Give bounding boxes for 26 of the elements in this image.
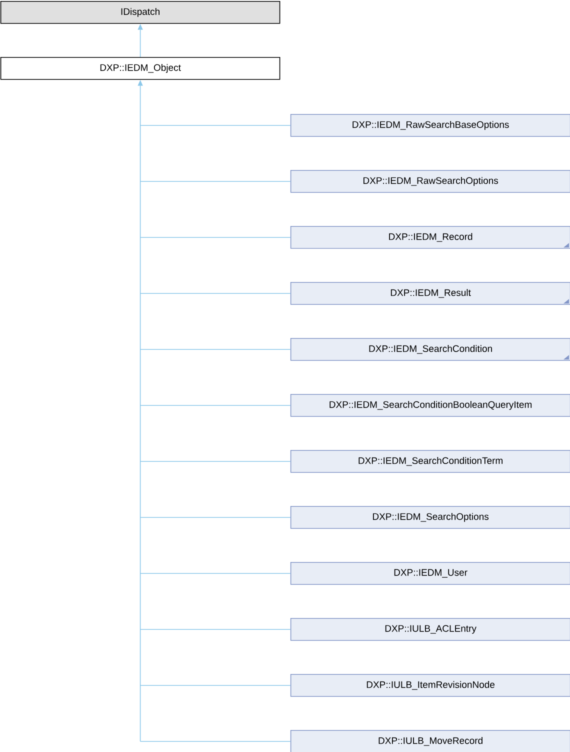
branch-line — [140, 237, 291, 238]
branch-line — [140, 405, 291, 406]
class-box: DXP::IEDM_Record — [290, 226, 570, 249]
class-box: DXP::IEDM_SearchCondition — [290, 338, 570, 361]
class-box: DXP::IEDM_RawSearchOptions — [290, 170, 570, 193]
class-box: DXP::IULB_ACLEntry — [290, 618, 570, 641]
branch-line — [140, 181, 291, 182]
branch-line — [140, 293, 291, 294]
branch-line — [140, 629, 291, 630]
class-box: DXP::IEDM_SearchOptions — [290, 506, 570, 529]
branch-line — [140, 461, 291, 462]
branch-line — [140, 685, 291, 686]
branch-line — [140, 573, 291, 574]
branch-line — [140, 125, 291, 126]
class-box: DXP::IEDM_User — [290, 562, 570, 585]
class-box: DXP::IEDM_Object — [0, 57, 280, 80]
branch-line — [140, 349, 291, 350]
class-box: DXP::IEDM_SearchConditionBooleanQueryItem — [290, 394, 570, 417]
class-box: DXP::IEDM_SearchConditionTerm — [290, 450, 570, 473]
class-box: DXP::IEDM_Result — [290, 282, 570, 305]
branch-line — [140, 517, 291, 518]
class-box: IDispatch — [0, 1, 280, 24]
class-box: DXP::IULB_MoveRecord — [290, 730, 570, 752]
class-box: DXP::IULB_ItemRevisionNode — [290, 674, 570, 697]
branch-line — [140, 741, 291, 742]
class-box: DXP::IEDM_RawSearchBaseOptions — [290, 114, 570, 137]
